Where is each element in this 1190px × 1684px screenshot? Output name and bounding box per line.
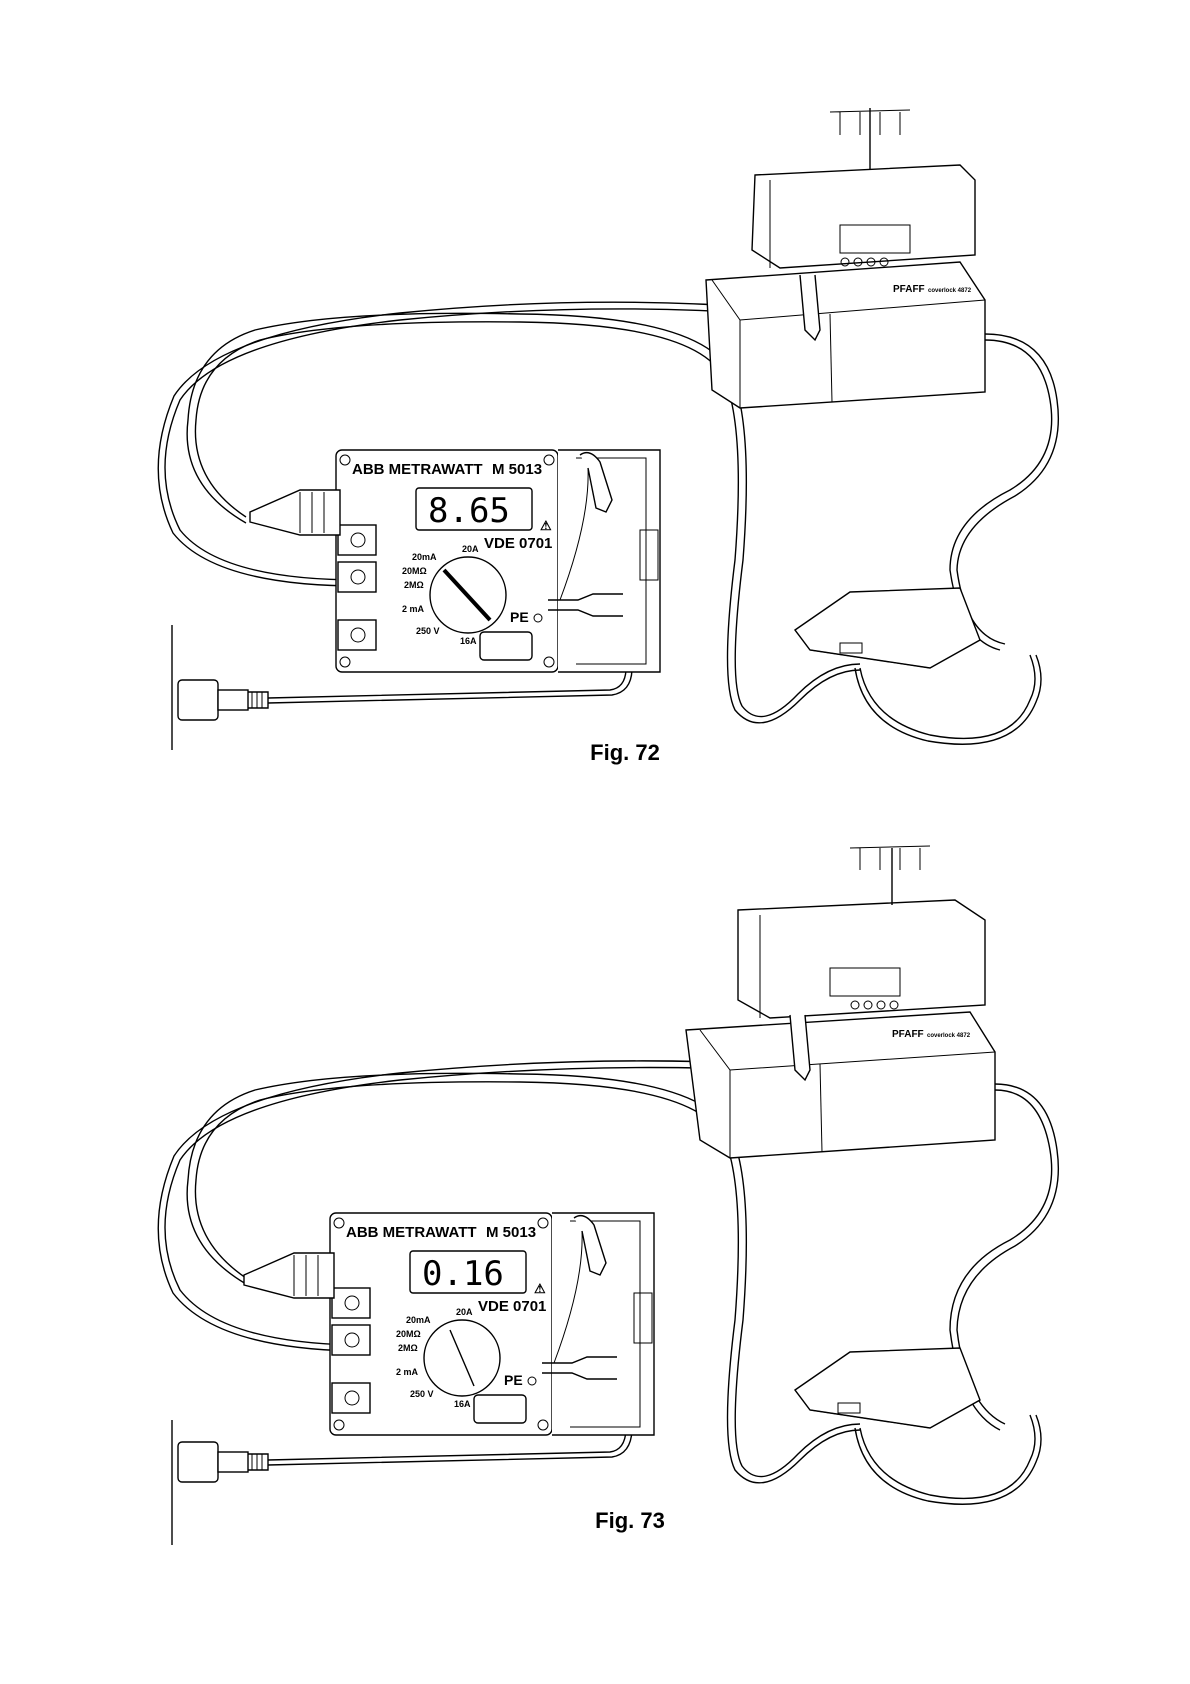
meter-model: M 5013: [486, 1224, 536, 1241]
range-250v: 250 V: [416, 626, 440, 636]
figure-caption: Fig. 72: [30, 740, 1190, 766]
test-meter: [244, 1213, 654, 1435]
figure-73: ABB METRAWATT M 5013 0.16 ⚠ VDE 0701 20m…: [0, 790, 1190, 1684]
range-250v: 250 V: [410, 1389, 434, 1399]
range-20mohm: 20MΩ: [402, 566, 427, 576]
machine-model: coverlock 4872: [928, 288, 972, 294]
range-16a: 16A: [454, 1399, 471, 1409]
figure-73-illustration: ABB METRAWATT M 5013 0.16 ⚠ VDE 0701 20m…: [0, 790, 1190, 1684]
figure-72: ABB METRAWATT M 5013 8.65 ⚠ VDE 0701 20m…: [0, 0, 1190, 790]
range-20a: 20A: [456, 1307, 473, 1317]
range-20ma: 20mA: [412, 552, 437, 562]
mains-plug: [178, 1442, 268, 1482]
machine-brand: PFAFF: [892, 1029, 924, 1040]
pe-label: PE: [504, 1372, 523, 1388]
range-2ma: 2 mA: [402, 604, 425, 614]
machine-model: coverlock 4872: [927, 1033, 971, 1039]
meter-standard: VDE 0701: [478, 1298, 546, 1315]
range-2ma: 2 mA: [396, 1367, 419, 1377]
machine-brand: PFAFF: [893, 284, 925, 295]
warning-icon: ⚠: [540, 518, 552, 533]
meter-model: M 5013: [492, 461, 542, 478]
range-2mohm: 2MΩ: [398, 1343, 418, 1353]
sewing-machine: [706, 108, 985, 668]
mains-plug: [178, 680, 268, 720]
range-16a: 16A: [460, 636, 477, 646]
range-20mohm: 20MΩ: [396, 1329, 421, 1339]
test-meter: [250, 450, 660, 672]
range-20a: 20A: [462, 544, 479, 554]
warning-icon: ⚠: [534, 1281, 546, 1296]
meter-brand: ABB METRAWATT: [352, 461, 483, 478]
figure-caption: Fig. 73: [35, 1508, 1190, 1534]
meter-standard: VDE 0701: [484, 535, 552, 552]
meter-reading: 8.65: [428, 491, 510, 531]
pe-label: PE: [510, 609, 529, 625]
meter-reading: 0.16: [422, 1254, 504, 1294]
range-2mohm: 2MΩ: [404, 580, 424, 590]
meter-brand: ABB METRAWATT: [346, 1224, 477, 1241]
figure-72-illustration: ABB METRAWATT M 5013 8.65 ⚠ VDE 0701 20m…: [0, 0, 1190, 790]
range-20ma: 20mA: [406, 1315, 431, 1325]
